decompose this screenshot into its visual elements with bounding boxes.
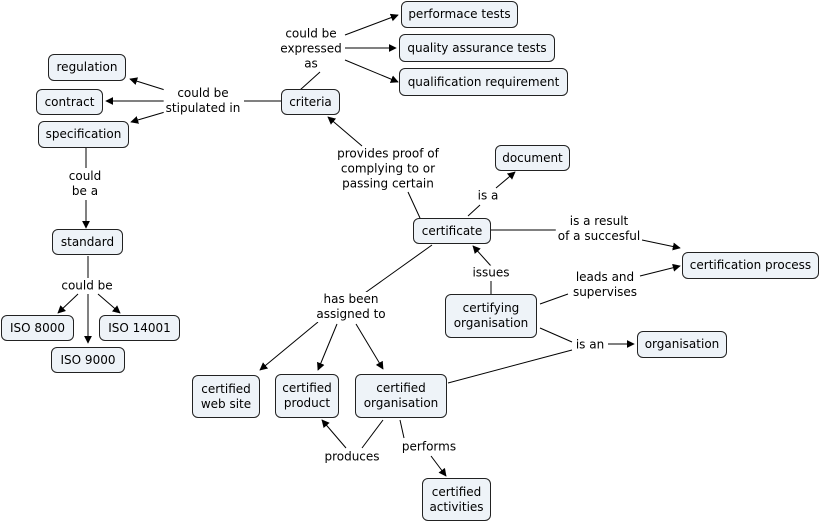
- arrow-to-qualification: [344, 59, 399, 83]
- node-certified-web-site[interactable]: certified web site: [192, 375, 260, 418]
- arrow-to-certificate: [472, 245, 492, 267]
- line-certifiedorg-isan: [447, 349, 573, 384]
- node-qualification-requirement[interactable]: qualification requirement: [399, 68, 568, 96]
- node-certifying-organisation[interactable]: certifying organisation: [445, 294, 537, 338]
- arrow-to-iso14001: [97, 293, 121, 314]
- arrow-to-product: [317, 323, 338, 371]
- node-regulation[interactable]: regulation: [48, 54, 126, 81]
- label-could-be-expressed-as: could be expressed as: [278, 26, 344, 72]
- arrow-produces-to-product: [321, 419, 347, 449]
- arrow-to-certified-activities: [430, 455, 447, 477]
- node-qa-tests[interactable]: quality assurance tests: [399, 34, 555, 62]
- arrow-to-certification-process: [641, 239, 681, 251]
- label-produces: produces: [322, 449, 382, 465]
- label-could-be-a: could be a: [66, 169, 104, 199]
- arrow-to-certification-process-2: [639, 263, 681, 277]
- node-specification[interactable]: specification: [38, 121, 129, 148]
- node-certified-product[interactable]: certified product: [275, 374, 339, 418]
- label-could-be-stipulated-in: could be stipulated in: [163, 86, 243, 116]
- label-provides-proof: provides proof of complying to or passin…: [335, 146, 441, 192]
- node-standard[interactable]: standard: [52, 229, 123, 255]
- arrow-to-certified-org: [355, 323, 384, 370]
- label-could-be: could be: [59, 278, 115, 294]
- arrow-to-regulation: [129, 77, 166, 91]
- arrow-to-performance-tests: [344, 13, 399, 36]
- node-document[interactable]: document: [495, 145, 570, 171]
- arrow-to-criteria: [327, 116, 363, 147]
- line-certificate-assigned: [361, 244, 433, 296]
- node-iso-14001[interactable]: ISO 14001: [99, 315, 180, 341]
- node-certified-organisation[interactable]: certified organisation: [355, 374, 447, 418]
- arrow-to-web-site: [259, 321, 319, 371]
- label-is-a-result: is a result of a succesful: [555, 214, 643, 244]
- line-certifying-leads: [539, 293, 569, 305]
- node-organisation[interactable]: organisation: [637, 331, 727, 358]
- label-is-a: is a: [475, 188, 501, 204]
- line-certificate-isa: [467, 204, 481, 217]
- line-certifiedorg-performs: [399, 419, 405, 439]
- label-is-an: is an: [573, 337, 607, 353]
- line-certificate-proof: [407, 191, 421, 219]
- label-leads-and-supervises: leads and supervises: [570, 270, 640, 300]
- node-criteria[interactable]: criteria: [281, 89, 340, 115]
- line-certifying-isan: [539, 327, 573, 343]
- node-certified-activities[interactable]: certified activities: [422, 478, 491, 521]
- line-certifiedorg-produces: [361, 419, 384, 449]
- arrow-to-document: [495, 171, 516, 189]
- arrow-to-iso8000: [57, 293, 79, 314]
- arrow-to-specification: [130, 111, 166, 124]
- node-performance-tests[interactable]: performace tests: [401, 1, 518, 28]
- node-iso-9000[interactable]: ISO 9000: [51, 347, 125, 373]
- label-issues: issues: [470, 265, 512, 281]
- node-contract[interactable]: contract: [36, 89, 103, 115]
- label-performs: performs: [399, 439, 459, 455]
- label-has-been-assigned-to: has been assigned to: [314, 292, 388, 322]
- line-criteria-expressed: [299, 71, 321, 91]
- node-iso-8000[interactable]: ISO 8000: [1, 315, 74, 341]
- node-certification-process[interactable]: certification process: [682, 252, 819, 279]
- node-certificate[interactable]: certificate: [413, 218, 491, 244]
